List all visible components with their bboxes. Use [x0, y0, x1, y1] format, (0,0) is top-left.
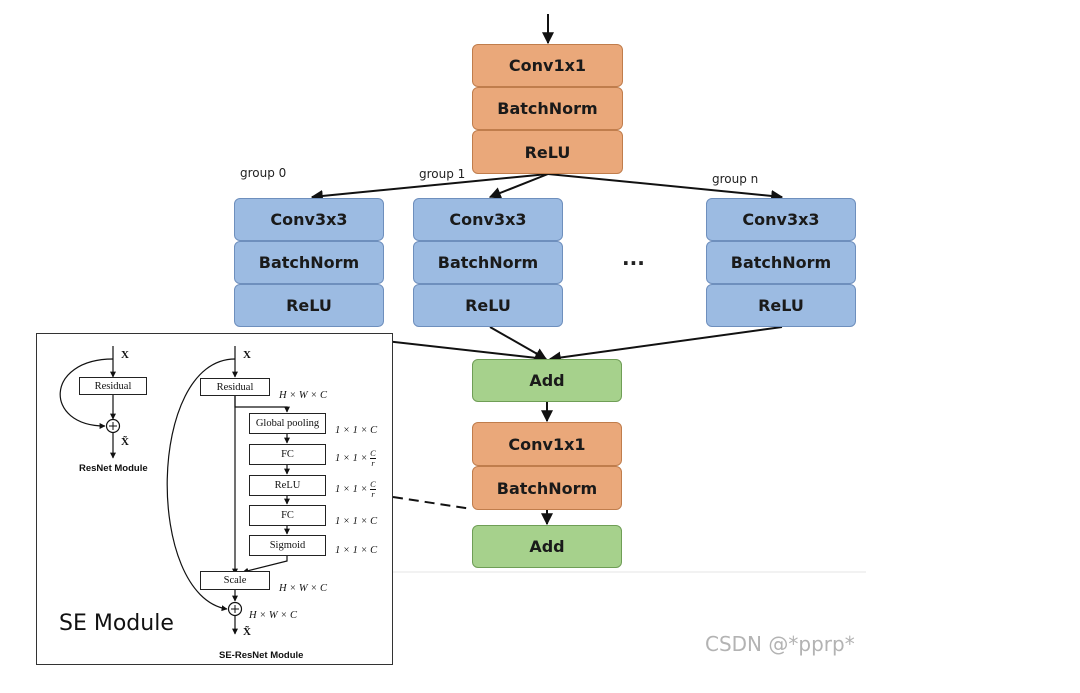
- group-1-batchnorm-block: BatchNorm: [413, 241, 563, 284]
- sigmoid-box: Sigmoid: [249, 535, 326, 556]
- bottom-batchnorm-block: BatchNorm: [472, 466, 622, 510]
- global-pooling-box: Global pooling: [249, 413, 326, 434]
- split-arrow-group-0: [310, 173, 549, 202]
- group-1-conv3x3-block: Conv3x3: [413, 198, 563, 241]
- split-arrow-group-n: [547, 173, 784, 202]
- se-resnet-module-caption: SE-ResNet Module: [219, 650, 304, 661]
- fc2-box: FC: [249, 505, 326, 526]
- se-module-panel: X Residual X̃ ResNet Module X Residual H…: [36, 333, 393, 665]
- residual-dim-label: H × W × C: [279, 390, 328, 401]
- output-dim-label: H × W × C: [249, 610, 298, 621]
- top-relu-block: ReLU: [472, 130, 623, 174]
- group-n-batchnorm-block: BatchNorm: [706, 241, 856, 284]
- global-pooling-dim-label: 1 × 1 × C: [335, 425, 378, 436]
- group-n-conv3x3-block: Conv3x3: [706, 198, 856, 241]
- top-batchnorm-block: BatchNorm: [472, 87, 623, 130]
- group-0-relu-block: ReLU: [234, 284, 384, 327]
- bottom-conv1x1-block: Conv1x1: [472, 422, 622, 466]
- group-n-relu-block: ReLU: [706, 284, 856, 327]
- resnet-residual-box: Residual: [79, 377, 147, 395]
- watermark: CSDN @*pprp*: [705, 632, 855, 656]
- group-n-label: group n: [712, 172, 759, 186]
- add-block-2: Add: [472, 525, 622, 568]
- group-1-relu-block: ReLU: [413, 284, 563, 327]
- scale-box: Scale: [200, 571, 270, 590]
- groups-ellipsis: ...: [622, 246, 645, 270]
- resnet-module-caption: ResNet Module: [79, 463, 148, 474]
- se-residual-box: Residual: [200, 378, 270, 396]
- sigmoid-dim-label: 1 × 1 × C: [335, 545, 378, 556]
- merge-arrow-group-n: [548, 326, 783, 364]
- group-1-label: group 1: [419, 167, 466, 181]
- resnet-output-label: X̃: [121, 436, 129, 448]
- top-conv1x1-block: Conv1x1: [472, 44, 623, 87]
- split-arrow-group-1: [488, 173, 549, 199]
- add-block-1: Add: [472, 359, 622, 402]
- se-dashed-link: [392, 496, 473, 510]
- relu-box: ReLU: [249, 475, 326, 496]
- group-0-label: group 0: [240, 166, 287, 180]
- group-0-conv3x3-block: Conv3x3: [234, 198, 384, 241]
- se-connectors: [59, 346, 290, 635]
- scale-dim-label: H × W × C: [279, 583, 328, 594]
- se-module-title: SE Module: [59, 611, 174, 636]
- fc1-box: FC: [249, 444, 326, 465]
- se-input-label: X: [243, 349, 251, 361]
- se-output-label: X̃: [243, 626, 251, 638]
- merge-arrow-group-1: [489, 326, 548, 360]
- resnet-input-label: X: [121, 349, 129, 361]
- fc2-dim-label: 1 × 1 × C: [335, 516, 378, 527]
- group-0-batchnorm-block: BatchNorm: [234, 241, 384, 284]
